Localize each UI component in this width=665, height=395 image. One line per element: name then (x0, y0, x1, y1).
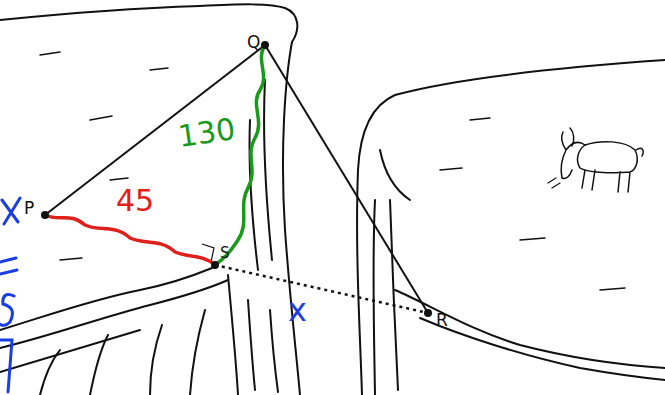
point-label: P (24, 200, 34, 217)
point-r (424, 309, 432, 317)
side-sr-dotted (215, 265, 428, 313)
goat-tail (636, 148, 643, 156)
pillar-texture (248, 80, 278, 392)
point-s (211, 261, 219, 269)
points (41, 41, 432, 317)
point-q (261, 41, 269, 49)
side-qr (265, 45, 428, 313)
point-label: Q (247, 34, 260, 51)
side-pq (45, 45, 265, 215)
length-label: 130 (176, 114, 237, 152)
cliff-face-lines (40, 310, 205, 395)
margin-scribble (0, 340, 12, 392)
point-p (41, 211, 49, 219)
goat-body (578, 142, 638, 192)
river-bank (420, 318, 665, 380)
point-label: S (220, 246, 230, 261)
far-cliff-edge (357, 60, 665, 395)
near-cliff-face (0, 330, 140, 372)
near-cliff-edge (0, 268, 212, 330)
margin-scribble (2, 198, 20, 224)
grass-marks (40, 52, 625, 290)
goat (548, 128, 643, 192)
segment-ps-red (45, 215, 215, 265)
terrain (0, 4, 665, 395)
segment-qs-green (215, 45, 265, 265)
goat-head (561, 128, 585, 179)
length-label: 45 (116, 186, 154, 216)
margin-scribbles (0, 198, 20, 392)
margin-scribble (0, 258, 17, 274)
pillar-right-edge (283, 42, 300, 395)
triangle (45, 45, 428, 313)
point-label: R (436, 312, 448, 329)
margin-scribble (0, 294, 14, 325)
goat-grass (548, 178, 560, 188)
unknown-label: x (288, 294, 307, 326)
pillar-left-edge (228, 275, 238, 395)
